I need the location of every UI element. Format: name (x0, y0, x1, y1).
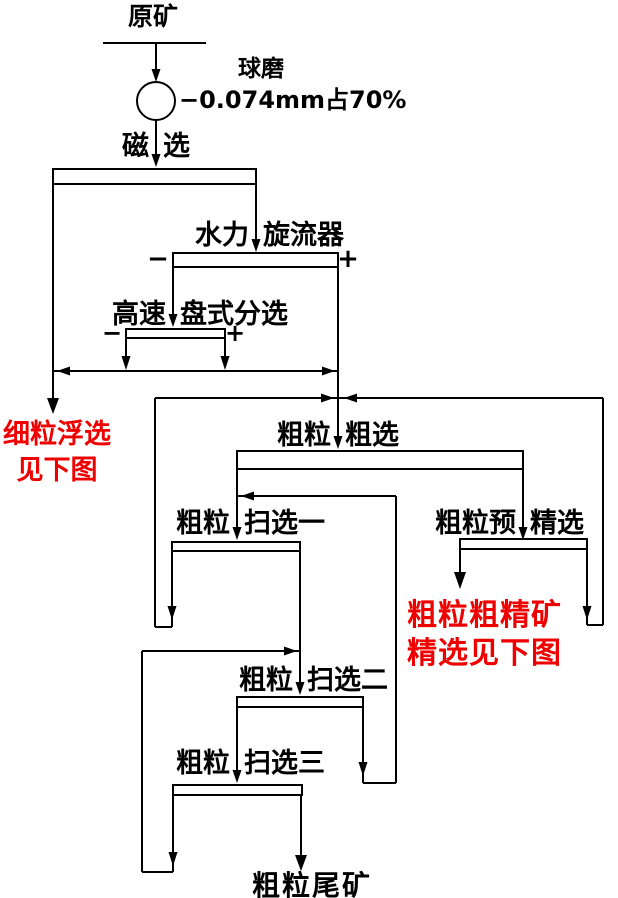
ball-mill-circle (136, 81, 176, 121)
arrowhead-ball-mill-feed (151, 69, 161, 82)
arrowhead-scav1-left-drop (167, 606, 177, 620)
label-disc-left: 高速 (112, 299, 166, 330)
arrowhead-to-fine-line (57, 366, 70, 376)
label-scav1-left: 粗粒 (176, 508, 230, 539)
label-grind-fineness: −0.074mm占70% (179, 86, 407, 114)
note-coarse-concentrate-line1: 粗粒粗精矿 (407, 598, 562, 633)
arrowhead-rougher-feed (333, 436, 343, 449)
box-hydrocyclone (172, 252, 339, 268)
label-magnetic-left: 磁 (122, 131, 149, 162)
note-fine-flotation: 细粒浮选 见下图 (3, 417, 111, 489)
label-scav2-right: 扫选二 (307, 665, 388, 696)
label-hydrocyclone-right: 旋流器 (263, 220, 344, 251)
arrowhead-fine-flotation (47, 398, 59, 414)
label-ball-mill: 球磨 (238, 56, 284, 82)
arrowhead-scav2-return (241, 491, 254, 501)
label-scav2-left: 粗粒 (239, 665, 293, 696)
disc-plus-sign: + (224, 319, 246, 347)
cyclone-minus-sign: − (147, 244, 169, 274)
label-scav3-right: 扫选三 (244, 748, 325, 779)
box-coarse-precleaner (459, 538, 588, 550)
box-magnetic-separation (52, 168, 257, 185)
note-coarse-concentrate: 粗粒粗精矿 精选见下图 (407, 597, 562, 673)
arrowhead-disc-feed (168, 314, 178, 327)
arrowhead-disc-right-drop (220, 356, 230, 370)
arrowhead-cyclone-feed (251, 239, 261, 252)
box-coarse-scavenger1 (171, 541, 301, 552)
arrowhead-recycle-right-in (344, 393, 357, 403)
label-rougher-left: 粗粒 (277, 420, 331, 451)
arrowhead-magnetic-feed (151, 154, 161, 167)
note-fine-flotation-line2: 见下图 (16, 455, 98, 486)
arrowhead-to-coarse-line (322, 366, 335, 376)
label-rougher-right: 粗选 (345, 420, 399, 451)
label-coarse-tailings: 粗粒尾矿 (251, 869, 373, 898)
label-hydrocyclone-left: 水力 (195, 220, 249, 251)
arrowhead-recycle-left-in (321, 393, 334, 403)
arrowhead-preclean-feed (518, 527, 528, 540)
disc-minus-sign: − (101, 319, 123, 347)
arrowhead-scav2-feed (295, 682, 305, 695)
arrowhead-scav3-feed (232, 770, 242, 783)
label-scav1-right: 扫选一 (244, 508, 325, 539)
label-magnetic-right: 选 (163, 131, 190, 162)
cyclone-plus-sign: + (337, 244, 359, 274)
arrowhead-scav1-feed (232, 527, 242, 540)
arrowhead-preclean-right-drop (582, 606, 592, 620)
box-coarse-rougher (236, 450, 524, 470)
box-disc-separator (125, 328, 226, 339)
label-preclean-right: 精选 (530, 508, 584, 539)
label-scav3-left: 粗粒 (176, 748, 230, 779)
arrowhead-coarse-concentrate (454, 572, 466, 589)
note-coarse-concentrate-line2: 精选见下图 (407, 636, 562, 671)
arrowhead-disc-left-drop (121, 356, 131, 370)
note-fine-flotation-line1: 细粒浮选 (3, 419, 111, 450)
label-raw-ore: 原矿 (127, 2, 179, 31)
arrowhead-coarse-tailings (295, 855, 307, 871)
label-preclean-left: 粗粒预 (435, 508, 516, 539)
box-coarse-scavenger2 (236, 696, 364, 708)
arrowhead-scav2-right-drop (358, 762, 368, 776)
arrowhead-scav3-return (284, 646, 297, 656)
arrowhead-scav3-left-drop (168, 852, 178, 866)
box-coarse-scavenger3 (172, 784, 303, 796)
label-disc-right: 盘式分选 (180, 299, 288, 330)
